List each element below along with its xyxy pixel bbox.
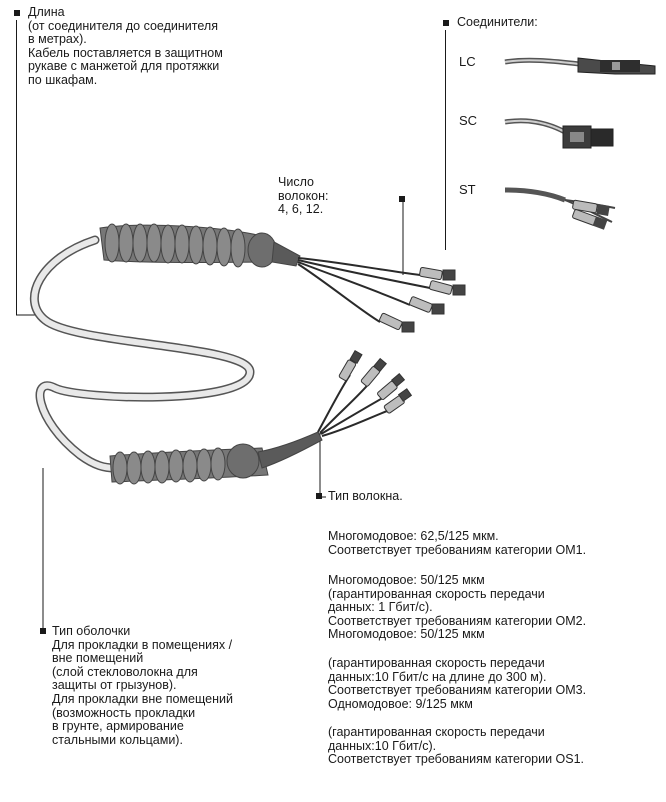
length-bullet [14, 10, 20, 16]
fiber-type-title: Тип волокна. [328, 490, 403, 504]
fiber-type-bullet [316, 493, 322, 499]
cable-body [34, 240, 250, 468]
lower-boot [110, 432, 322, 484]
sheath-type-description: Тип оболочки Для прокладки в помещениях … [52, 625, 292, 747]
fiber-type-block-om1: Многомодовое: 62,5/125 мкм. Соответствуе… [328, 530, 666, 557]
lc-connector-drawing [505, 58, 655, 74]
fiber-type-leader-line [320, 433, 326, 497]
fiber-type-block-om2: Многомодовое: 50/125 мкм (гарантированна… [328, 574, 666, 642]
fiber-count-bullet [399, 196, 405, 202]
length-description: Длина (от соединителя до соединителя в м… [28, 6, 298, 88]
fiber-type-block-om3: (гарантированная скорость передачи данны… [328, 657, 666, 711]
connectors-title: Соединители: [457, 16, 538, 30]
sc-connector-drawing [505, 121, 613, 148]
upper-fibers [298, 258, 430, 322]
connectors-bullet [443, 20, 449, 26]
connector-label-lc: LC [459, 55, 476, 69]
st-connector-drawing [505, 190, 615, 230]
lower-fibers [318, 375, 395, 436]
fiber-type-block-os1: (гарантированная скорость передачи данны… [328, 726, 666, 767]
connector-label-sc: SC [459, 114, 477, 128]
sheath-bullet [40, 628, 46, 634]
upper-boot [100, 224, 300, 267]
fiber-count-description: Число волокон: 4, 6, 12. [278, 176, 378, 217]
upper-connectors [379, 267, 465, 332]
connector-label-st: ST [459, 183, 476, 197]
